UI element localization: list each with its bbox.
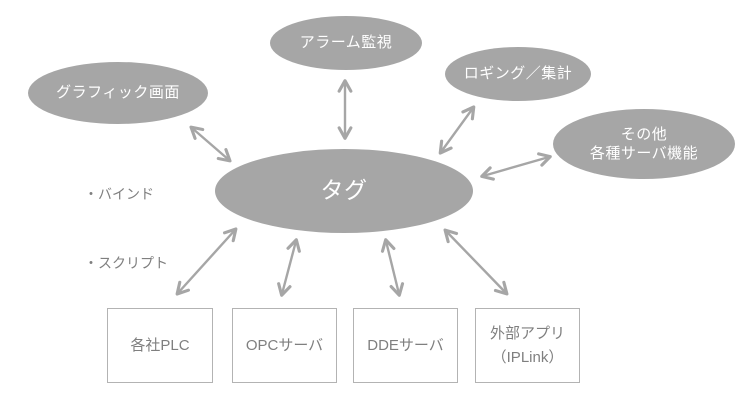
node-logging: ロギング／集計 [445, 47, 591, 101]
node-dde-server: DDEサーバ [353, 308, 458, 383]
annotation-item-bind: ・バインド [84, 186, 154, 202]
graphic-screen-annotation: ・バインド ・スクリプト [84, 137, 168, 321]
node-plc-label: 各社PLC [130, 336, 190, 354]
connector-tag-external-app [443, 228, 509, 296]
node-other-servers: その他 各種サーバ機能 [553, 109, 735, 179]
node-graphic-screen: グラフィック画面 [28, 62, 208, 124]
node-dde-server-label: DDEサーバ [367, 336, 444, 354]
node-other-servers-label-line1: その他 [620, 125, 668, 143]
connector-tag-graphic-screen [189, 125, 232, 163]
node-external-app: 外部アプリ （IPLink） [475, 308, 580, 383]
node-graphic-screen-label: グラフィック画面 [56, 84, 180, 102]
node-other-servers-label-line2: 各種サーバ機能 [589, 145, 699, 162]
connector-tag-other-servers [480, 152, 552, 181]
node-tag-hub: タグ [215, 149, 473, 233]
node-plc: 各社PLC [107, 308, 213, 383]
node-external-app-label-line2: （IPLink） [491, 348, 564, 366]
connector-tag-plc [175, 227, 238, 296]
node-alarm-monitor: アラーム監視 [270, 16, 422, 70]
node-logging-label: ロギング／集計 [463, 65, 573, 83]
connector-tag-opc-server [277, 238, 301, 297]
connector-tag-dde-server [380, 238, 405, 297]
annotation-item-script: ・スクリプト [84, 255, 168, 271]
node-opc-server-label: OPCサーバ [245, 336, 324, 354]
connector-tag-logging [438, 105, 476, 155]
node-opc-server: OPCサーバ [232, 308, 337, 383]
node-alarm-monitor-label: アラーム監視 [299, 34, 393, 52]
node-tag-hub-label: タグ [320, 177, 368, 204]
node-external-app-label-line1: 外部アプリ [489, 325, 565, 343]
